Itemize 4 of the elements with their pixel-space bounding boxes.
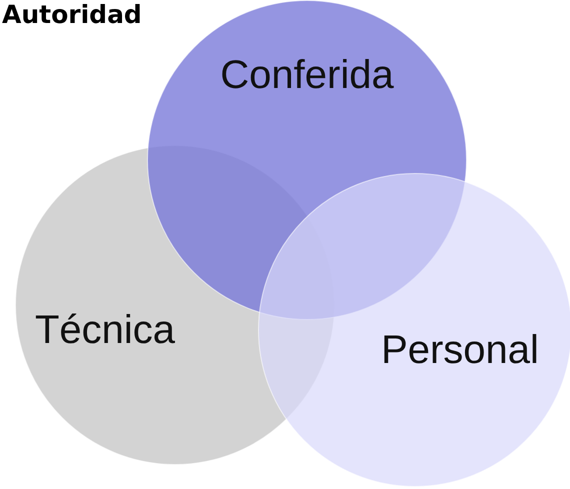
circle-label: Conferida — [220, 52, 394, 98]
circle-label: Personal — [381, 328, 539, 372]
circle-label: Técnica — [34, 308, 176, 352]
title: Autoridad — [2, 0, 142, 29]
